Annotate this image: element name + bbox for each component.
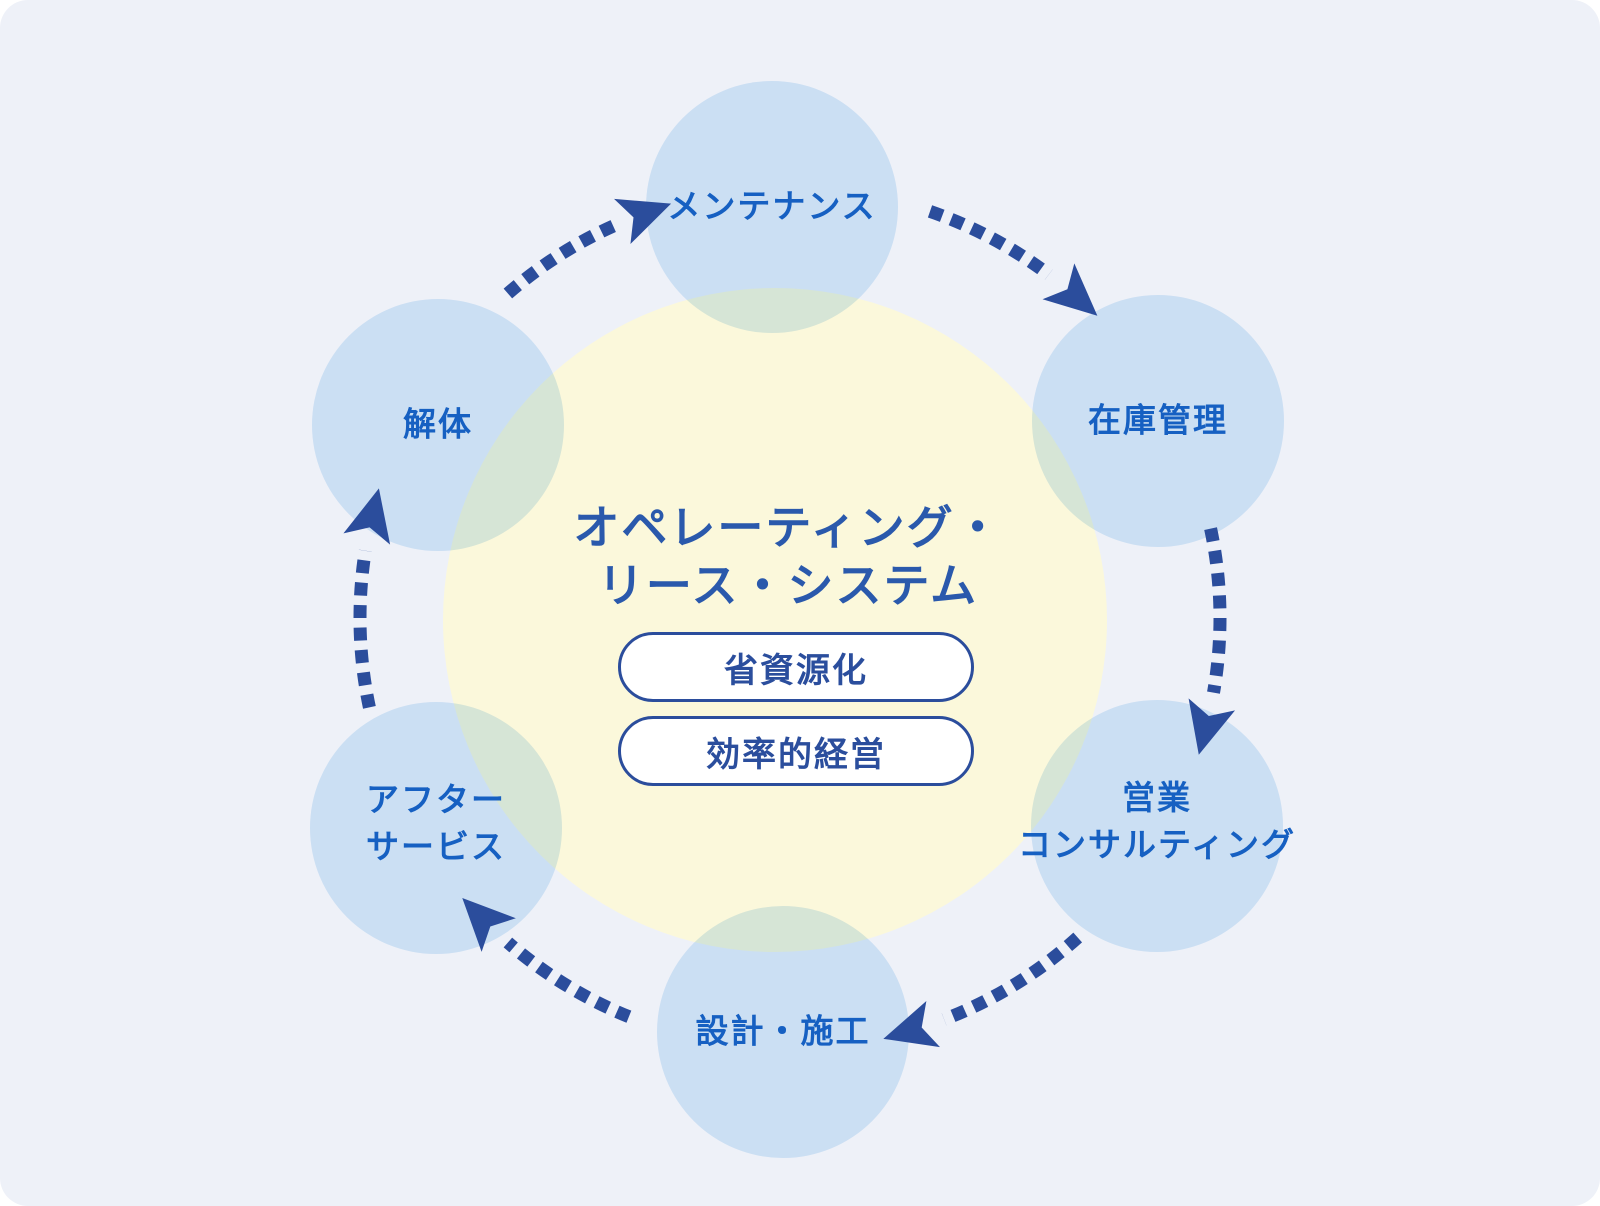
node-circle-design-construction	[657, 906, 909, 1158]
arrowhead-icon	[1042, 263, 1098, 316]
node-label-demolition: 解体	[268, 402, 608, 449]
node-label-line: メンテナンス	[667, 186, 877, 226]
arrow-dashes	[503, 937, 632, 1023]
arrow-dashes	[941, 932, 1083, 1026]
arrow-design-construction-to-after-service	[462, 898, 632, 1023]
center-title-line: オペレーティング・	[573, 500, 1003, 555]
arrow-dashes	[353, 549, 376, 709]
node-label-line: 営業	[1122, 778, 1192, 818]
node-circle-inventory-management	[1032, 295, 1284, 547]
node-label-inventory-management: 在庫管理	[988, 398, 1328, 445]
node-label-line: コンサルティング	[1017, 825, 1297, 864]
node-label-line: サービス	[366, 827, 506, 866]
node-label-line: 在庫管理	[1088, 400, 1228, 440]
badge-efficient-management: 効率的経営	[618, 716, 974, 786]
node-label-maintenance: メンテナンス	[602, 184, 942, 231]
node-circle-after-service	[310, 702, 562, 954]
node-label-line: 設計・施工	[695, 1011, 871, 1051]
arrow-demolition-to-maintenance	[503, 198, 672, 299]
badge-label: 効率的経営	[706, 734, 886, 775]
node-label-line: アフター	[366, 780, 506, 820]
arrow-after-service-to-demolition	[343, 488, 391, 709]
node-label-design-construction: 設計・施工	[613, 1009, 953, 1056]
arrow-inventory-to-sales-consulting	[1188, 527, 1236, 755]
arrowhead-icon	[1188, 698, 1236, 755]
arrowhead-icon	[343, 488, 391, 545]
arrow-dashes	[503, 219, 618, 299]
arrow-dashes	[927, 205, 1053, 280]
arrowhead-icon	[462, 898, 516, 952]
arrow-maintenance-to-inventory	[927, 205, 1098, 316]
node-label-line: 解体	[403, 404, 473, 444]
arrowhead-icon	[614, 198, 672, 244]
badge-label: 省資源化	[724, 650, 868, 691]
arrow-sales-consulting-to-design-construction	[883, 932, 1083, 1048]
node-label-sales-consulting: 営業 コンサルティング	[987, 775, 1327, 869]
center-title-line: リース・システム	[597, 558, 979, 612]
node-circle-sales-consulting	[1031, 700, 1283, 952]
node-circle-demolition	[312, 299, 564, 551]
node-circle-maintenance	[646, 81, 898, 333]
center-title: オペレーティング・ リース・システム	[408, 500, 1168, 615]
node-label-after-service: アフター サービス	[266, 777, 606, 871]
arrowhead-icon	[883, 1001, 941, 1048]
arrow-dashes	[1204, 527, 1227, 694]
badge-resource-saving: 省資源化	[618, 632, 974, 702]
